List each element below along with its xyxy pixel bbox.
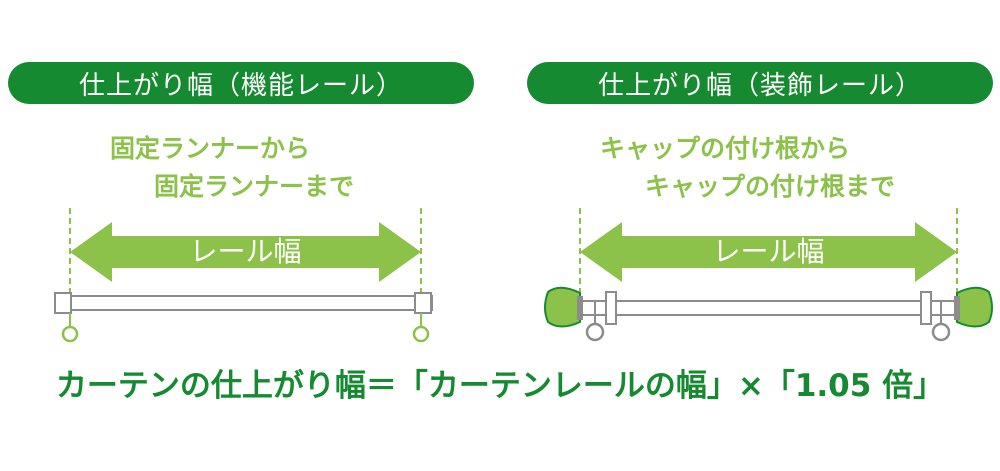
left-rail-end-cap-end [414, 292, 432, 314]
curtain-width-formula: カーテンの仕上がり幅＝「カーテンレールの幅」×「1.05 倍」 [55, 368, 945, 404]
right-note-line2: キャップの付け根まで [645, 172, 896, 201]
right-arrow-label: レール幅 [712, 235, 825, 268]
left-fixed-runner-start [61, 325, 79, 343]
right-panel-title: 仕上がり幅（装飾レール） [527, 62, 993, 104]
right-rail-bracket-start [605, 291, 617, 325]
right-finial-neck-end [954, 296, 960, 320]
left-note-line2: 固定ランナーまで [154, 172, 355, 201]
right-finial-neck-start [577, 296, 583, 320]
left-rail-bar [59, 295, 433, 311]
right-finial-cap-end [956, 286, 993, 328]
left-note-line1: 固定ランナーから [110, 134, 311, 163]
left-rail-end-cap-start [54, 292, 72, 314]
right-width-arrow [580, 222, 957, 282]
right-rail-bar [579, 300, 958, 316]
left-arrow-label: レール幅 [189, 235, 302, 268]
right-runner-start [585, 322, 605, 342]
right-runner-end [931, 322, 951, 342]
left-fixed-runner-end [412, 325, 430, 343]
left-panel-title: 仕上がり幅（機能レール） [8, 62, 474, 104]
right-rail-bracket-end [920, 291, 932, 325]
right-note-line1: キャップの付け根から [600, 134, 851, 163]
left-width-arrow [70, 222, 421, 282]
right-finial-cap-start [544, 286, 581, 328]
